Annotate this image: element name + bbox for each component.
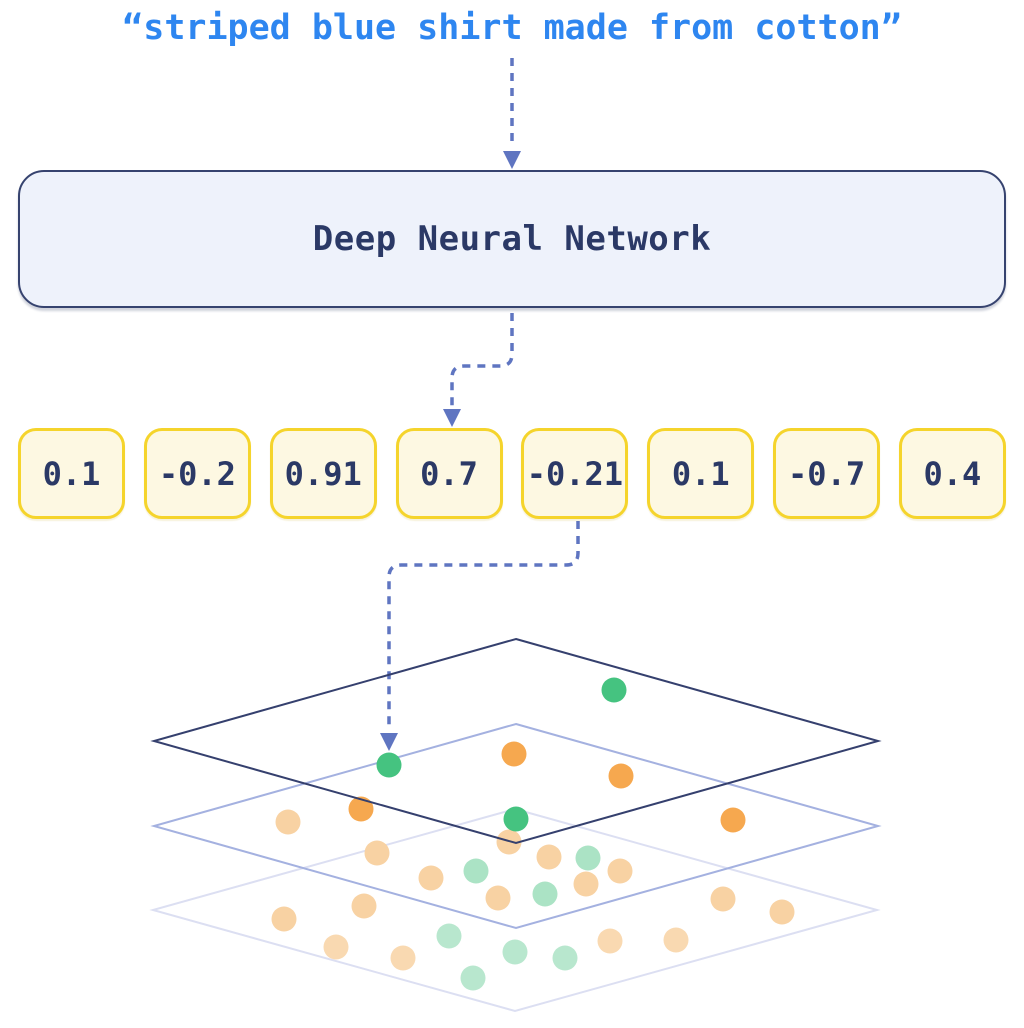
embedding-point-orange	[608, 763, 634, 789]
embedding-point-green	[503, 806, 529, 832]
plane-top	[150, 637, 882, 845]
query-text: “striped blue shirt made from cotton”	[122, 8, 902, 48]
plane-bottom	[149, 807, 881, 1013]
embedding-point-green-light	[436, 923, 462, 949]
embedding-point-orange-light	[390, 945, 416, 971]
network-box-label: Deep Neural Network	[312, 219, 712, 259]
embedding-space	[149, 637, 882, 1013]
embedding-point-orange-light	[275, 809, 301, 835]
embedding-point-orange-light	[323, 934, 349, 960]
embedding-point-orange-light	[663, 927, 689, 953]
plane-middle	[150, 722, 882, 930]
embedding-point-green-light	[502, 939, 528, 965]
embedding-point-orange	[720, 807, 746, 833]
embedding-point-orange-light	[351, 893, 377, 919]
embedding-point-orange-light	[607, 858, 633, 884]
embedding-point-orange-light	[769, 899, 795, 925]
network-box: Deep Neural Network	[18, 170, 1006, 308]
embedding-point-green	[601, 677, 627, 703]
arrowhead-network-to-vector	[443, 409, 461, 427]
embedding-point-orange-light	[573, 871, 599, 897]
embedding-point-orange-light	[710, 886, 736, 912]
embedding-point-green	[376, 752, 402, 778]
embedding-point-orange-light	[364, 840, 390, 866]
embedding-point-green-light	[552, 945, 578, 971]
vector-value-box: -0.2	[143, 428, 251, 519]
arrowhead-query-to-network	[503, 151, 521, 169]
embedding-point-orange	[348, 796, 374, 822]
embedding-point-green-light	[532, 881, 558, 907]
vector-value-box: 0.7	[395, 428, 503, 519]
arrowhead-vector-to-space	[380, 733, 398, 751]
embedding-point-green-light	[463, 858, 489, 884]
vector-value-box: 0.1	[647, 428, 755, 519]
embedding-point-orange-light	[496, 829, 522, 855]
arrow-network-to-vector	[450, 313, 514, 406]
vector-value-box: -0.21	[521, 428, 629, 519]
arrow-vector-to-space	[387, 521, 580, 730]
vector-value-box: -0.7	[773, 428, 881, 519]
embedding-point-green-light	[460, 965, 486, 991]
vector-value-box: 0.4	[898, 428, 1006, 519]
vector-value-box: 0.1	[18, 428, 125, 519]
embedding-point-orange-light	[271, 906, 297, 932]
embedding-point-orange-light	[597, 928, 623, 954]
embedding-point-orange-light	[536, 844, 562, 870]
embedding-point-orange-light	[418, 865, 444, 891]
vector-value-box: 0.91	[269, 428, 377, 519]
embedding-point-green-light	[575, 845, 601, 871]
embedding-point-orange	[501, 741, 527, 767]
embedding-point-orange-light	[485, 885, 511, 911]
